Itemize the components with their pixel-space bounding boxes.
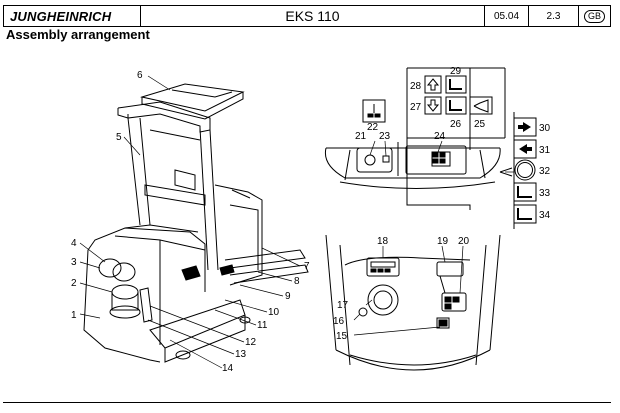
callout-30: 30 <box>539 123 551 134</box>
callout-6: 6 <box>137 70 143 81</box>
callout-16: 16 <box>333 316 345 327</box>
callout-25: 25 <box>474 119 486 130</box>
callout-5: 5 <box>116 132 122 143</box>
model-name: EKS 110 <box>141 6 485 26</box>
callout-17: 17 <box>337 300 349 311</box>
console-bottom-view <box>325 234 501 371</box>
truck-drawing <box>83 83 309 363</box>
callout-22: 22 <box>367 122 379 133</box>
callout-11: 11 <box>257 320 268 331</box>
revision-date: 05.04 <box>485 6 529 26</box>
brand-logo: JUNGHEINRICH <box>4 6 141 26</box>
document-header: JUNGHEINRICH EKS 110 05.04 2.3 GB <box>3 5 611 27</box>
language-cell: GB <box>579 6 610 26</box>
language-badge: GB <box>583 9 605 23</box>
callout-15: 15 <box>336 331 348 342</box>
callout-4: 4 <box>71 238 77 249</box>
callout-2: 2 <box>71 278 77 289</box>
switch-symbols <box>362 75 537 229</box>
callout-8: 8 <box>294 276 300 287</box>
brand-name: JUNGHEINRICH <box>10 8 112 24</box>
callout-3: 3 <box>71 257 77 268</box>
callout-19: 19 <box>437 236 449 247</box>
callout-23: 23 <box>379 131 391 142</box>
callout-27: 27 <box>410 102 422 113</box>
callout-28: 28 <box>410 81 422 92</box>
section-number: 2.3 <box>529 6 579 26</box>
callout-21: 21 <box>355 131 367 142</box>
callout-18: 18 <box>377 236 389 247</box>
callout-14: 14 <box>222 363 234 374</box>
callout-31: 31 <box>539 145 551 156</box>
callout-34: 34 <box>539 210 551 221</box>
page-title: Assembly arrangement <box>6 27 150 42</box>
right-leader-lines <box>353 140 514 336</box>
callout-7: 7 <box>304 261 310 272</box>
callout-1: 1 <box>71 310 77 321</box>
callout-29: 29 <box>450 66 462 77</box>
callout-9: 9 <box>285 291 291 302</box>
callout-24: 24 <box>434 131 446 142</box>
callout-numbers: 1 2 3 4 5 6 7 8 9 10 11 12 13 14 15 16 1… <box>71 66 551 374</box>
console-top-view <box>324 67 513 210</box>
callout-26: 26 <box>450 119 462 130</box>
callout-10: 10 <box>268 307 280 318</box>
callout-20: 20 <box>458 236 470 247</box>
left-leader-lines <box>79 75 301 369</box>
callout-32: 32 <box>539 166 551 177</box>
bottom-rule <box>3 402 611 403</box>
callout-33: 33 <box>539 188 551 199</box>
callout-13: 13 <box>235 349 247 360</box>
callout-12: 12 <box>245 337 257 348</box>
